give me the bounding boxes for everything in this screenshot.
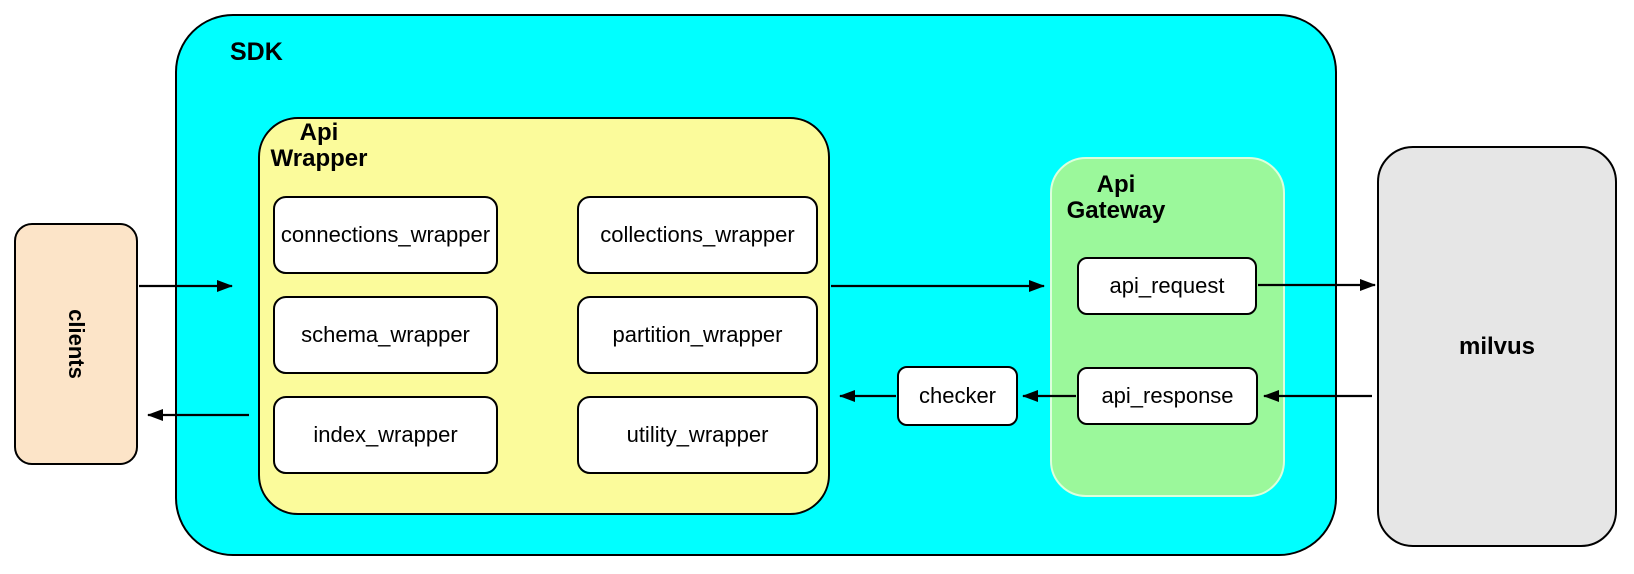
- clients-node: [14, 223, 138, 465]
- api-gateway-container: [1050, 157, 1285, 497]
- api-wrapper-label-line1: Api: [299, 119, 339, 146]
- collections-wrapper-node: collections_wrapper: [577, 196, 818, 274]
- partition-wrapper-node: partition_wrapper: [577, 296, 818, 374]
- schema-wrapper-node: schema_wrapper: [273, 296, 498, 374]
- api-response-node: api_response: [1077, 367, 1258, 425]
- checker-node: checker: [897, 366, 1018, 426]
- utility-wrapper-node: utility_wrapper: [577, 396, 818, 474]
- milvus-node: [1377, 146, 1617, 547]
- connections-wrapper-node: connections_wrapper: [273, 196, 498, 274]
- index-wrapper-node: index_wrapper: [273, 396, 498, 474]
- api-wrapper-label-line2: Wrapper: [270, 145, 368, 172]
- api-wrapper-label: Api Wrapper: [262, 120, 376, 172]
- clients-label: clients: [64, 309, 89, 379]
- api-gateway-label: Api Gateway: [1058, 172, 1174, 224]
- api-gateway-label-line1: Api: [1096, 171, 1136, 198]
- api-gateway-label-line2: Gateway: [1066, 197, 1166, 224]
- milvus-label: milvus: [1458, 332, 1536, 360]
- api-request-node: api_request: [1077, 257, 1257, 315]
- sdk-label: SDK: [230, 38, 283, 66]
